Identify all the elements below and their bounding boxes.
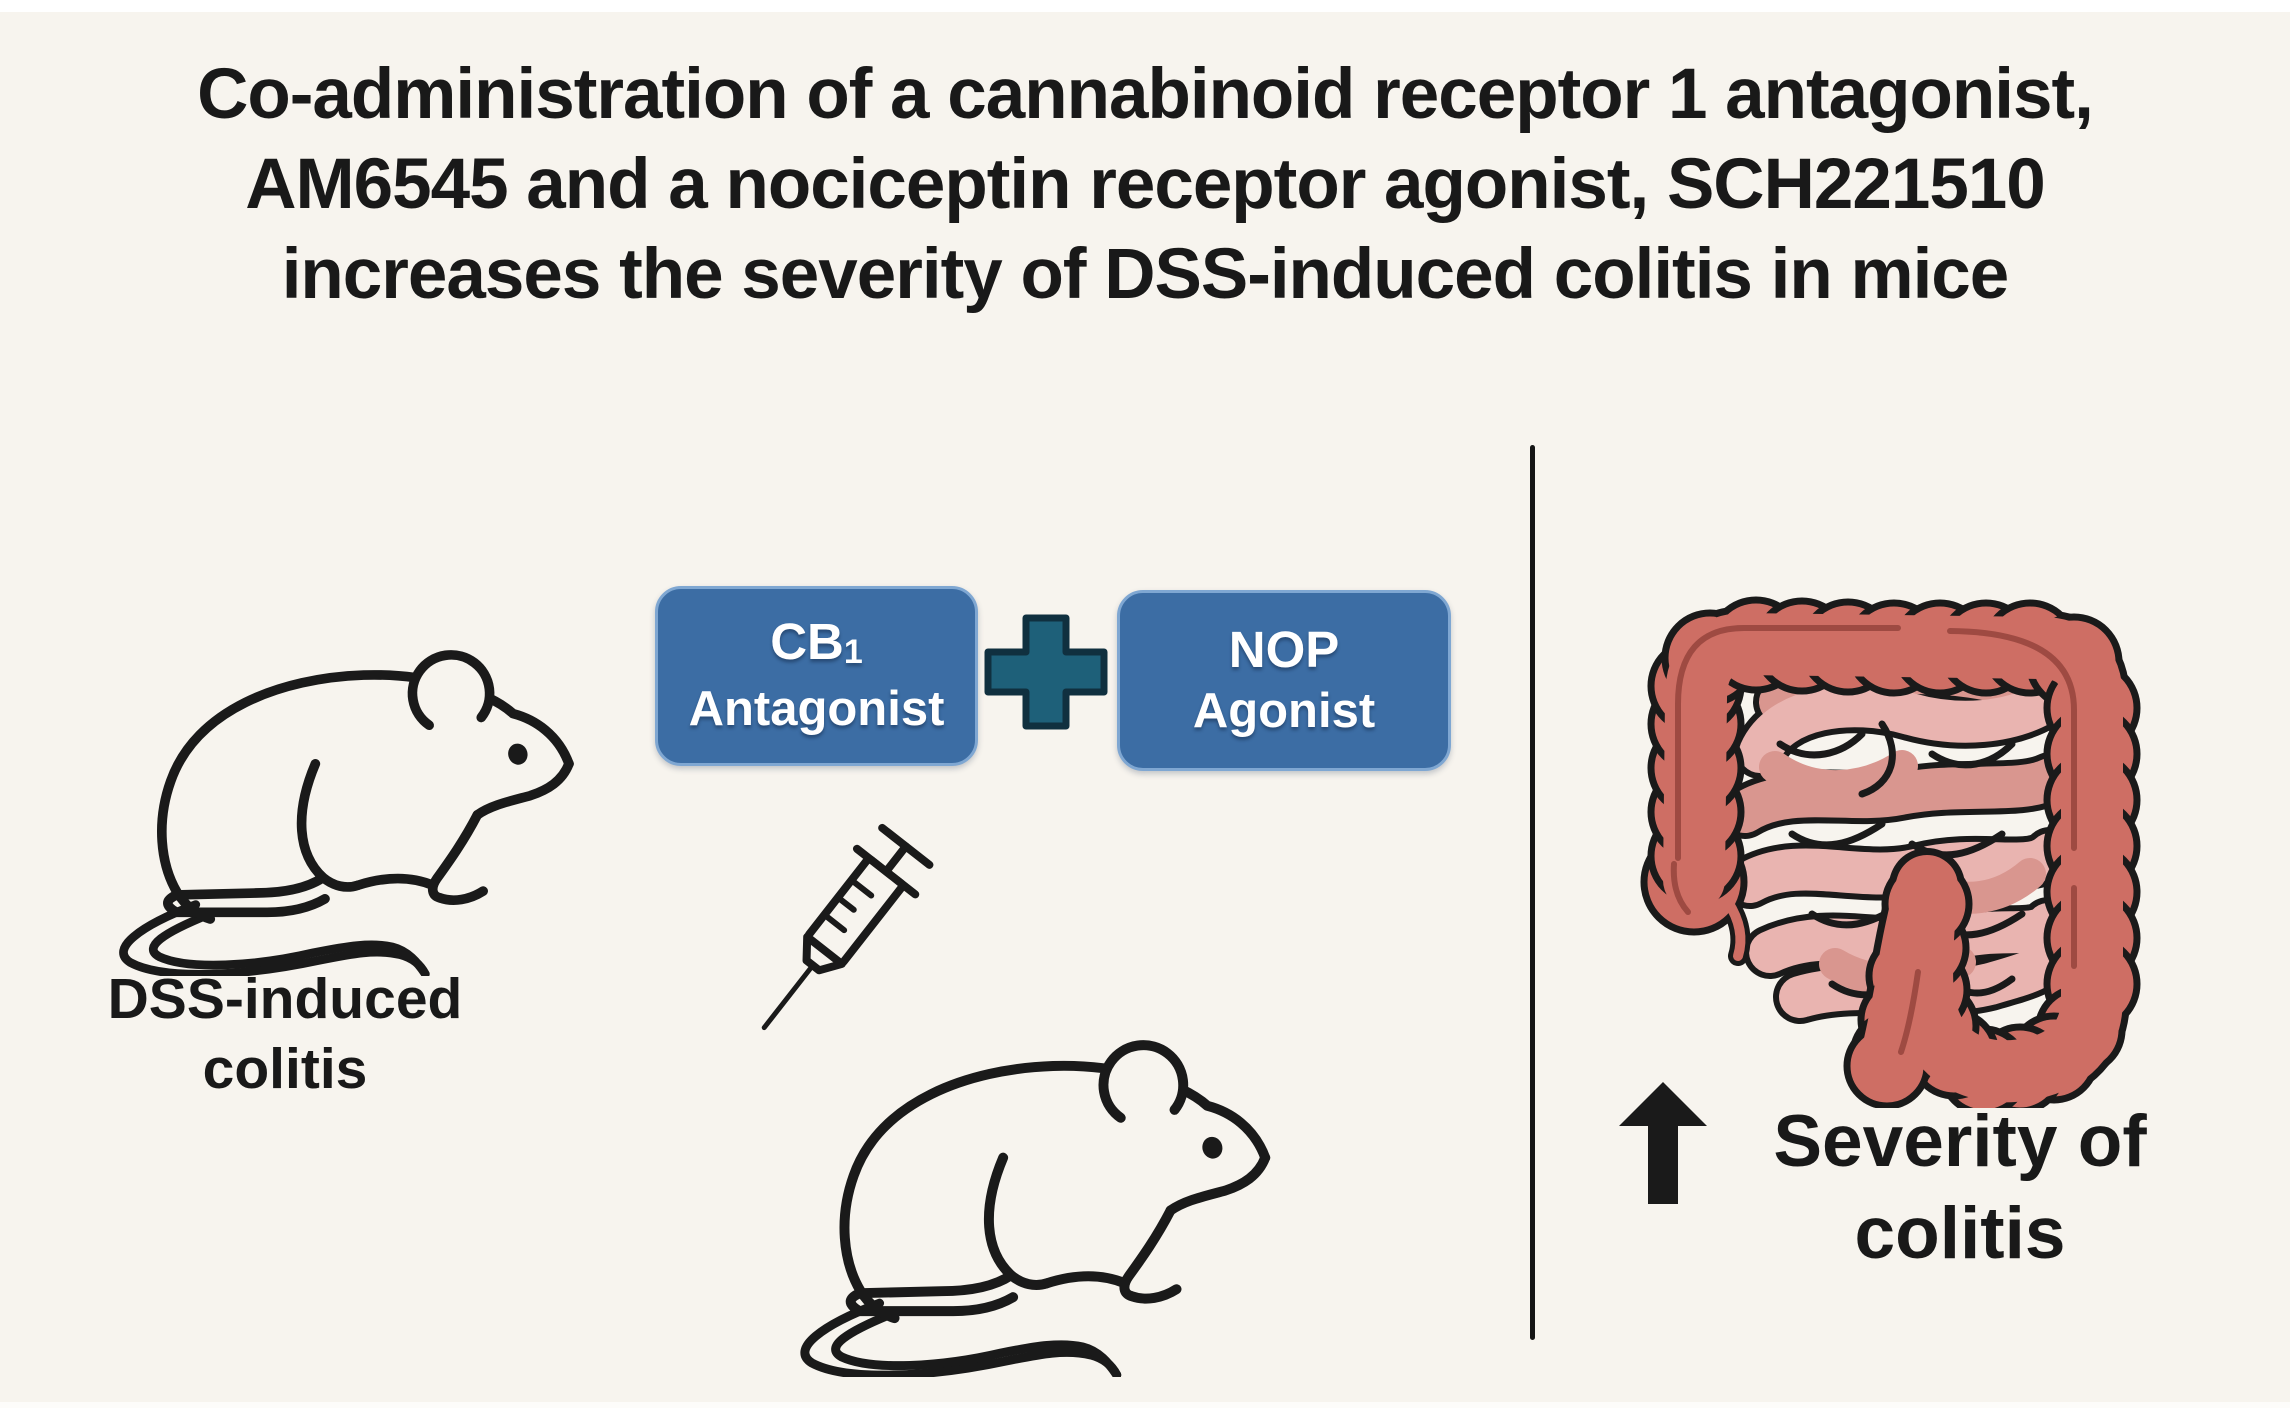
dss-caption-line2: colitis: [202, 1037, 368, 1101]
mouse-haunch: [296, 758, 363, 892]
mouse-eye: [508, 743, 528, 765]
cb1-box-line1: CB1: [770, 613, 863, 671]
mouse-ear-icon: [1098, 1040, 1189, 1123]
mouse-hind-foot: [845, 1270, 1019, 1317]
mouse-jaw-line: [1165, 1152, 1271, 1216]
syringe-icon: [761, 823, 934, 1031]
severity-caption: Severity of colitis: [1700, 1096, 2220, 1280]
appendix-icon: [1723, 897, 1746, 961]
mouse-front-paw: [1126, 1284, 1182, 1304]
bottom-margin: [0, 1402, 2290, 1408]
figure-title-line3: increases the severity of DSS-induced co…: [281, 235, 2010, 314]
cb1-antagonist-box: CB1 Antagonist: [655, 586, 978, 766]
mouse-front-leg: [1119, 1205, 1176, 1302]
mouse-belly-line: [1041, 1271, 1130, 1289]
severity-caption-line2: colitis: [1854, 1193, 2066, 1274]
mouse-eye: [1202, 1136, 1223, 1159]
mouse-back-outline: [839, 1060, 1271, 1324]
syringe-plunger-rod: [883, 842, 910, 875]
syringe-needle: [761, 962, 816, 1031]
figure-title-line2: AM6545 and a nociceptin receptor agonist…: [245, 145, 2046, 224]
cb1-subscript: 1: [843, 633, 863, 671]
mouse-front-paw: [434, 886, 488, 905]
mouse-ear-icon: [407, 650, 495, 731]
mouse-hind-foot: [163, 872, 330, 918]
intestine-illustration: [1640, 596, 2141, 1108]
mouse-haunch: [983, 1152, 1052, 1290]
syringe-graduations: [821, 877, 875, 934]
mouse-colitis-icon: [119, 650, 574, 976]
nop-agonist-box: NOP Agonist: [1117, 590, 1451, 771]
figure-title-line1: Co-administration of a cannabinoid recep…: [197, 55, 2094, 134]
cb1-box-line2: Antagonist: [688, 682, 945, 736]
up-arrow-icon: [1619, 1082, 1707, 1204]
top-margin: [0, 0, 2290, 12]
figure-title: Co-administration of a cannabinoid recep…: [0, 50, 2290, 320]
mouse-treated-icon: [800, 1040, 1271, 1377]
nop-box-line2: Agonist: [1192, 683, 1376, 738]
colon-inner-lines: [1670, 625, 2077, 1055]
mouse-jaw-line: [472, 758, 574, 820]
dss-colitis-caption: DSS-induced colitis: [20, 964, 550, 1104]
colon-outline: [1640, 596, 2141, 1108]
panel-divider: [1530, 445, 1535, 1340]
dss-caption-line1: DSS-induced: [107, 967, 463, 1031]
severity-caption-line1: Severity of: [1773, 1101, 2147, 1182]
plus-icon: [984, 614, 1108, 730]
mouse-tail-inner: [149, 909, 430, 976]
mouse-belly-line: [352, 873, 438, 891]
mouse-tail-inner: [831, 1308, 1122, 1377]
nop-box-line1: NOP: [1228, 620, 1340, 678]
mouse-front-leg: [427, 810, 483, 903]
